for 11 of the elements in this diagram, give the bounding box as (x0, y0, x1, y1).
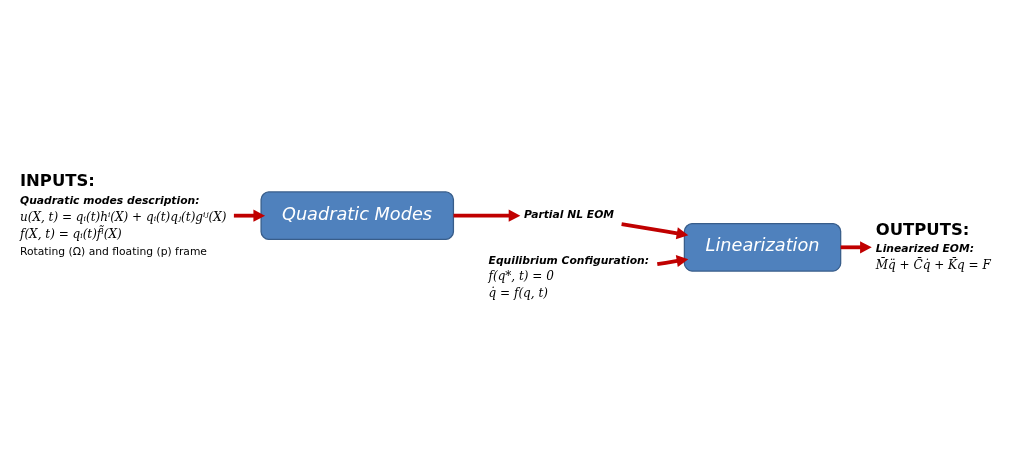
node-text: INPUTS: Quadratic modes description: u(X, t) = qᵢ(t)hⁱ(X) + qᵢ(t)qⱼ(t)gⁱʲ(X) f(X, t) = qᵢ(t)f̃ⁱ(X) Rotating (Ω) and floating (p) frame (20, 170, 227, 258)
arrow (453, 209, 521, 222)
node-text: Partial NL EOM (523, 207, 615, 221)
node-text: Equilibrium Configuration: f(q*, t) = 0 q̇ = f(q, t) (488, 253, 650, 300)
node-box: Linearization (683, 222, 842, 272)
arrow (233, 209, 266, 222)
node-text: OUTPUTS: Linearized EOM: M̄q̈ + C̄q̇ + K̄q = F (875, 219, 991, 272)
arrow (840, 240, 872, 253)
arrow (656, 254, 689, 267)
node-box: Quadratic Modes (260, 190, 455, 240)
arrow (621, 221, 689, 239)
